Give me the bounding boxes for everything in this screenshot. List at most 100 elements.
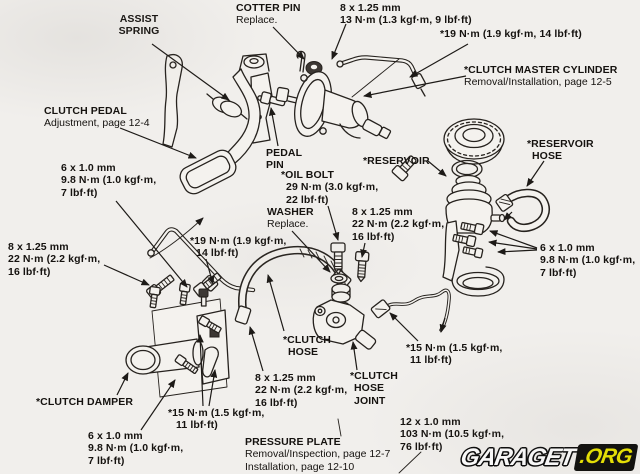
label-line: *15 N·m (1.5 kgf·m, (168, 407, 265, 419)
label-spec-15nm-right: *15 N·m (1.5 kgf·m,11 lbf·ft) (406, 342, 502, 367)
label-line: HOSE (354, 382, 385, 395)
label-line: Replace. (267, 218, 309, 231)
label-line: HOSE (288, 346, 319, 359)
label-line: 8 x 1.25 mm (340, 2, 401, 14)
label-line: COTTER PIN (236, 2, 301, 14)
label-line: Installation, page 12-10 (245, 460, 355, 473)
label-line: *OIL BOLT (281, 169, 335, 181)
clutch-pedal-part (163, 54, 272, 197)
label-line: 8 x 1.25 mm (255, 372, 316, 384)
label-line: 12 x 1.0 mm (400, 416, 461, 428)
construction-lines (338, 419, 421, 473)
label-line: 29 N·m (3.0 kgf·m, (286, 181, 379, 194)
label-line: 6 x 1.0 mm (61, 162, 116, 174)
reservoir-bracket-part (443, 220, 504, 296)
label-line: 7 lbf·ft) (540, 266, 577, 279)
label-line: *19 N·m (1.9 kgf·m, 14 lbf·ft) (440, 28, 582, 40)
leader-arrows (104, 24, 544, 430)
clutch-pipe-right-part (371, 290, 450, 333)
label-line: Removal/Installation, page 12-5 (464, 76, 612, 89)
label-clutch-damper: *CLUTCH DAMPER (36, 396, 133, 408)
label-line: Adjustment, page 12-4 (44, 117, 150, 130)
label-line: *CLUTCH (283, 334, 331, 346)
label-line: 11 lbf·ft) (176, 419, 218, 432)
label-line: 8 x 1.25 mm (8, 241, 69, 253)
label-line: 16 lbf·ft) (255, 396, 298, 409)
clutch-hose-joint-part (313, 300, 377, 350)
clutch-pipe-left-part (146, 217, 253, 299)
label-line: ASSIST (119, 13, 159, 25)
master-cylinder-part (276, 68, 419, 182)
label-line: HOSE (532, 150, 563, 163)
reservoir-hose-part (495, 193, 546, 228)
label-line: 76 lbf·ft) (400, 440, 443, 453)
label-line: PIN (266, 159, 284, 172)
label-line: 22 N·m (2.2 kgf·m, (352, 218, 445, 231)
mounting-bolt-part (354, 252, 369, 282)
label-line: 9.8 N·m (1.0 kgf·m, (540, 254, 636, 267)
label-line: *CLUTCH DAMPER (36, 396, 134, 408)
label-line: *CLUTCH (350, 370, 398, 382)
label-line: *19 N·m (1.9 kgf·m, (190, 235, 287, 247)
label-line: 22 N·m (2.2 kgf·m, (255, 384, 348, 397)
label-line: JOINT (354, 394, 386, 407)
label-line: 22 lbf·ft) (286, 193, 329, 206)
label-line: SPRING (118, 25, 160, 38)
label-line: 16 lbf·ft) (352, 230, 395, 243)
label-line: Removal/Inspection, page 12-7 (245, 448, 391, 461)
pedal-pin-part (260, 92, 286, 108)
label-line: 6 x 1.0 mm (540, 242, 595, 254)
watermark-suffix: .ORG (573, 444, 639, 471)
label-line: 9.8 N·m (1.0 kgf·m, (61, 174, 157, 187)
clutch-pipe-top-part (337, 57, 426, 97)
label-line: 11 lbf·ft) (410, 354, 452, 367)
label-spec-15nm-bottom: *15 N·m (1.5 kgf·m,11 lbf·ft) (168, 407, 264, 432)
label-line: PEDAL (266, 147, 303, 159)
watermark-logo: GARAGET .ORG (458, 443, 639, 471)
label-line: 9.8 N·m (1.0 kgf·m, (88, 442, 184, 455)
label-line: 22 N·m (2.2 kgf·m, (8, 253, 101, 266)
label-line: CLUTCH PEDAL (44, 105, 127, 117)
label-line: 14 lbf·ft) (196, 247, 239, 260)
reservoir-part (446, 176, 505, 234)
label-line: 8 x 1.25 mm (352, 206, 413, 218)
label-line: 16 lbf·ft) (8, 265, 51, 278)
label-line: WASHER (267, 206, 314, 218)
label-line: *CLUTCH MASTER CYLINDER (464, 64, 618, 76)
label-line: 103 N·m (10.5 kgf·m, (400, 428, 505, 441)
reservoir-cap-part (444, 119, 504, 178)
label-line: Replace. (236, 14, 278, 27)
label-line: 7 lbf·ft) (61, 186, 98, 199)
assist-spring-part (207, 94, 247, 120)
label-spec-19nm-top: *19 N·m (1.9 kgf·m, 14 lbf·ft) (440, 28, 582, 40)
label-spec-19nm-left: *19 N·m (1.9 kgf·m,14 lbf·ft) (190, 235, 286, 260)
label-line: 6 x 1.0 mm (88, 430, 143, 442)
label-line: 7 lbf·ft) (88, 454, 125, 467)
label-line: *15 N·m (1.5 kgf·m, (406, 342, 503, 354)
label-line: 13 N·m (1.3 kgf·m, 9 lbf·ft) (340, 14, 472, 27)
watermark-brand: GARAGET (458, 443, 577, 471)
label-line: PRESSURE PLATE (245, 436, 341, 448)
label-line: *RESERVOIR (363, 155, 430, 167)
label-reservoir: *RESERVOIR (363, 155, 430, 167)
